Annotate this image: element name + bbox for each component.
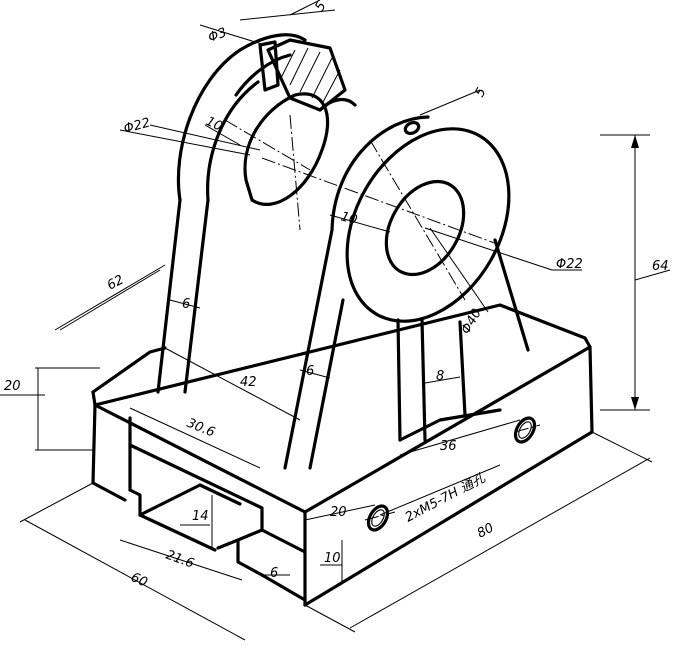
dim-left-10: 10 [203,114,224,135]
dim-right-5: 5 [472,85,489,100]
dim-left-bore: Φ22 [122,115,152,136]
centerlines [224,114,541,521]
dim-rib-8: 8 [436,369,444,384]
dim-width-60: 60 [128,570,149,591]
dim-right-bore: Φ22 [556,257,583,272]
dim-base-20: 20 [4,379,21,394]
dim-thread-note: 2xM5-7H 通孔 [403,470,489,525]
dim-gap-42: 42 [240,375,257,390]
dim-slot-14: 14 [192,509,209,524]
dim-step-6: 6 [270,566,278,581]
dim-hole-3: Φ3 [206,25,229,45]
dim-hole-10: 10 [324,551,341,566]
dim-slot-21-6: 21.6 [164,548,196,572]
dim-inner-30-6: 30.6 [185,416,217,441]
dim-base-36: 36 [440,439,457,454]
dim-offset-20: 20 [330,505,347,520]
dimension-labels: Φ3 5 Φ22 10 5 10 Φ22 Φ40 64 62 6 6 42 8 … [4,0,669,591]
right-upright [283,115,530,470]
dim-length-80: 80 [475,521,497,542]
dim-right-10: 10 [339,209,359,228]
dim-rib-6a: 6 [182,297,190,312]
dim-height-64: 64 [652,259,669,274]
left-upright [156,33,357,394]
dim-rib-6b: 6 [306,364,314,379]
dim-length-62: 62 [105,273,127,294]
